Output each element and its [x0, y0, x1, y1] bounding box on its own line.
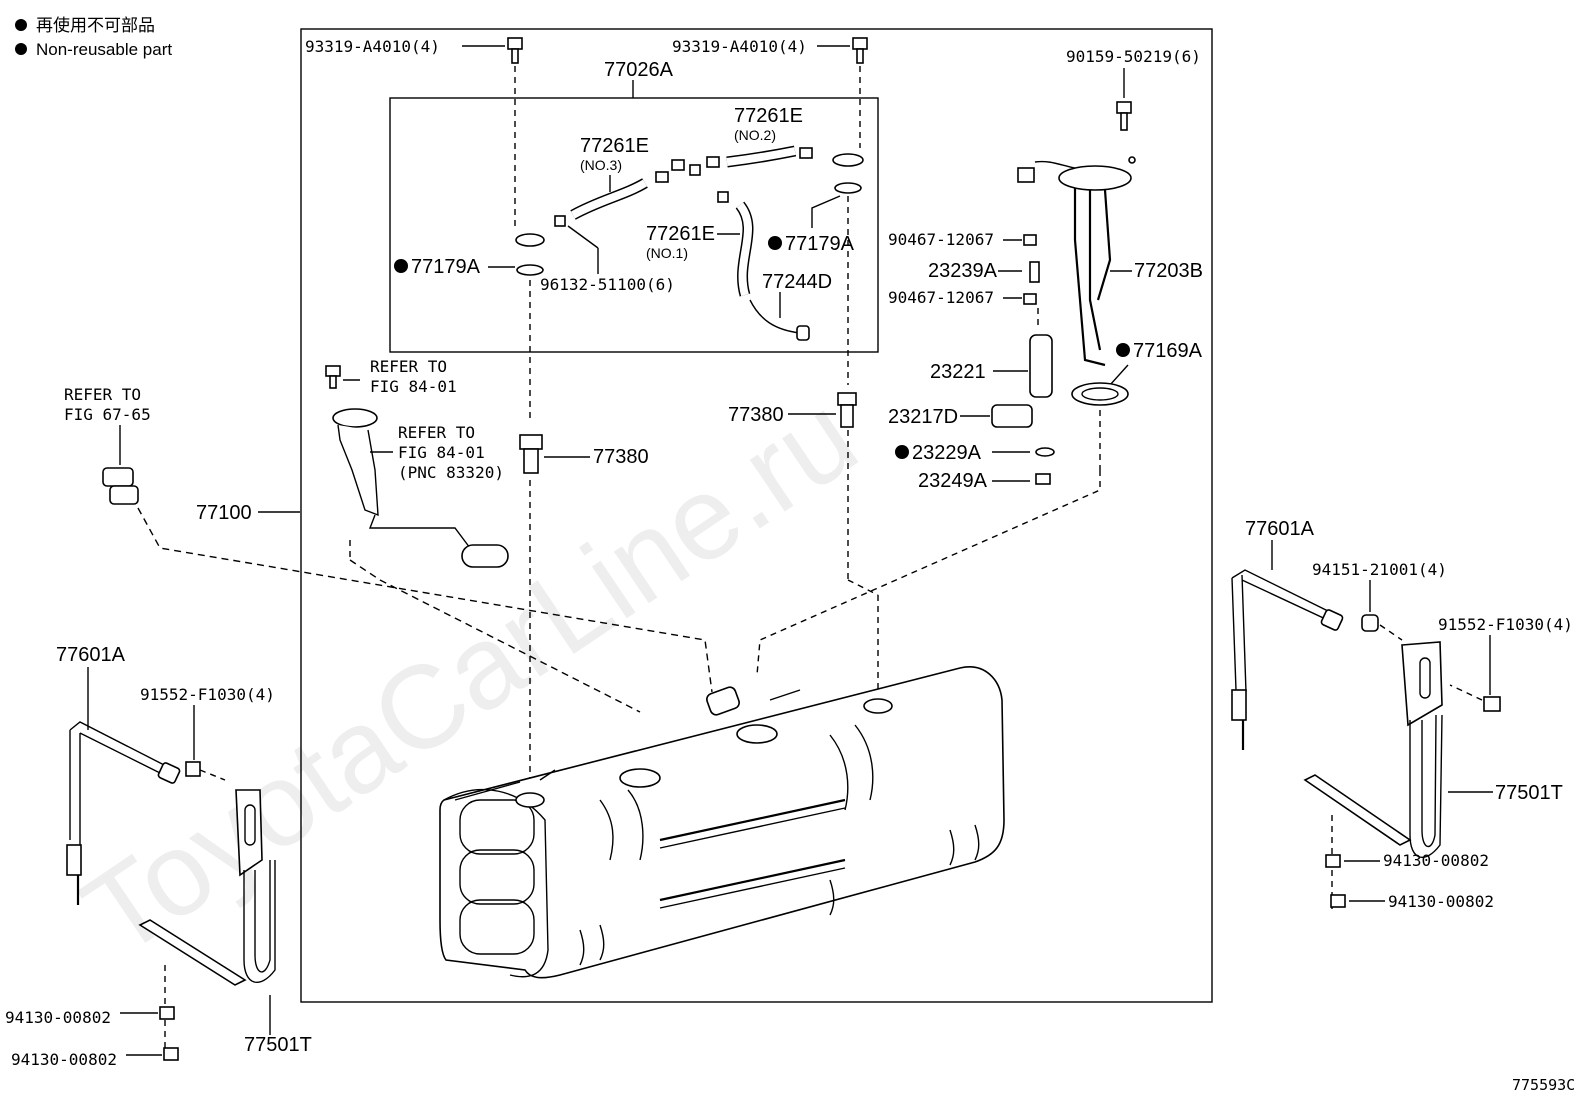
nut-icon [1361, 614, 1379, 632]
check-valve-icon [519, 434, 543, 474]
label-94130-00802-right-2: 94130-00802 [1388, 892, 1494, 911]
label-77261e-no2-sub: (NO.2) [734, 127, 776, 143]
label-refer2-c: (PNC 83320) [398, 463, 504, 482]
label-91552-f1030-right: 91552-F1030(4) [1438, 615, 1573, 634]
label-77179a-right: 77179A [785, 233, 855, 255]
label-77501t-right: 77501T [1495, 782, 1563, 804]
label-77380-left: 77380 [593, 446, 649, 468]
label-77261e-no1-sub: (NO.1) [646, 245, 688, 261]
label-94130-00802-left-1: 94130-00802 [5, 1008, 111, 1027]
nut-icon [1325, 854, 1341, 868]
label-23249a: 23249A [918, 470, 988, 492]
label-refer1-a: REFER TO [370, 357, 447, 376]
nut-icon [163, 1047, 179, 1061]
label-23221: 23221 [930, 361, 986, 383]
label-90467-12067-bottom: 90467-12067 [888, 288, 994, 307]
non-reusable-dot-icon [768, 236, 782, 250]
label-93319-a4010-left: 93319-A4010(4) [305, 37, 440, 56]
label-77169a: 77169A [1133, 340, 1203, 362]
fuel-filter-icon [991, 404, 1033, 428]
check-valve-icon [837, 392, 857, 428]
non-reusable-dot-icon [15, 43, 27, 55]
label-refer2-b: FIG 84-01 [398, 443, 485, 462]
bolt-icon [507, 37, 523, 64]
label-91552-f1030-left: 91552-F1030(4) [140, 685, 275, 704]
fuel-tank-icon [439, 666, 1005, 979]
bolt-icon [325, 365, 341, 389]
nut-icon [1330, 894, 1346, 908]
label-77501t-left: 77501T [244, 1034, 312, 1056]
label-77244d: 77244D [762, 271, 832, 293]
label-refer1-b: FIG 84-01 [370, 377, 457, 396]
label-23229a: 23229A [912, 442, 982, 464]
tank-assembly-frame [300, 28, 1213, 1003]
hose-kit-frame [389, 97, 879, 353]
tank-bracket-icon [138, 789, 276, 986]
legend-line-1: 再使用不可部品 [36, 15, 155, 35]
label-90467-12067-top: 90467-12067 [888, 230, 994, 249]
label-94130-00802-right-1: 94130-00802 [1383, 851, 1489, 870]
filler-cap-icon [102, 467, 139, 505]
label-refer2-a: REFER TO [398, 423, 475, 442]
label-77203b: 77203B [1134, 260, 1203, 282]
figure-id: 775593C [1512, 1076, 1575, 1094]
label-refer3-a: REFER TO [64, 385, 141, 404]
fuel-sender-gauge-icon [332, 408, 509, 568]
label-77261e-no3-sub: (NO.3) [580, 157, 622, 173]
fuel-pump-icon [1029, 334, 1053, 398]
label-77179a-left: 77179A [411, 256, 481, 278]
label-94130-00802-left-2: 94130-00802 [11, 1050, 117, 1069]
fuel-pump-bracket-icon [1017, 156, 1136, 367]
label-77100: 77100 [196, 502, 252, 524]
label-77601a-left: 77601A [56, 644, 126, 666]
label-77026a: 77026A [604, 59, 674, 81]
legend-line-2: Non-reusable part [36, 40, 172, 59]
label-23217d: 23217D [888, 406, 958, 428]
non-reusable-dot-icon [895, 445, 909, 459]
bolt-icon [852, 37, 868, 64]
label-23239a: 23239A [928, 260, 998, 282]
non-reusable-dot-icon [394, 259, 408, 273]
label-96132-51100: 96132-51100(6) [540, 275, 675, 294]
label-77261e-no3: 77261E [580, 135, 649, 157]
bolt-icon [185, 761, 201, 777]
label-94151-21001: 94151-21001(4) [1312, 560, 1447, 579]
label-77261e-no2: 77261E [734, 105, 803, 127]
label-77261e-no1: 77261E [646, 223, 715, 245]
non-reusable-dot-icon [15, 19, 27, 31]
label-77601a-right: 77601A [1245, 518, 1315, 540]
gasket-ring-icon [1071, 382, 1129, 406]
bolt-icon [1483, 696, 1501, 712]
bolt-icon [1116, 101, 1132, 131]
label-77380-center: 77380 [728, 404, 784, 426]
tank-band-icon [1231, 569, 1344, 750]
label-refer3-b: FIG 67-65 [64, 405, 151, 424]
label-93319-a4010-right: 93319-A4010(4) [672, 37, 807, 56]
nut-icon [159, 1006, 175, 1020]
label-90159-50219: 90159-50219(6) [1066, 47, 1201, 66]
legend: 再使用不可部品 Non-reusable part [15, 15, 172, 59]
tank-bracket-icon [1303, 641, 1443, 858]
non-reusable-dot-icon [1116, 343, 1130, 357]
tank-band-icon [66, 721, 181, 905]
